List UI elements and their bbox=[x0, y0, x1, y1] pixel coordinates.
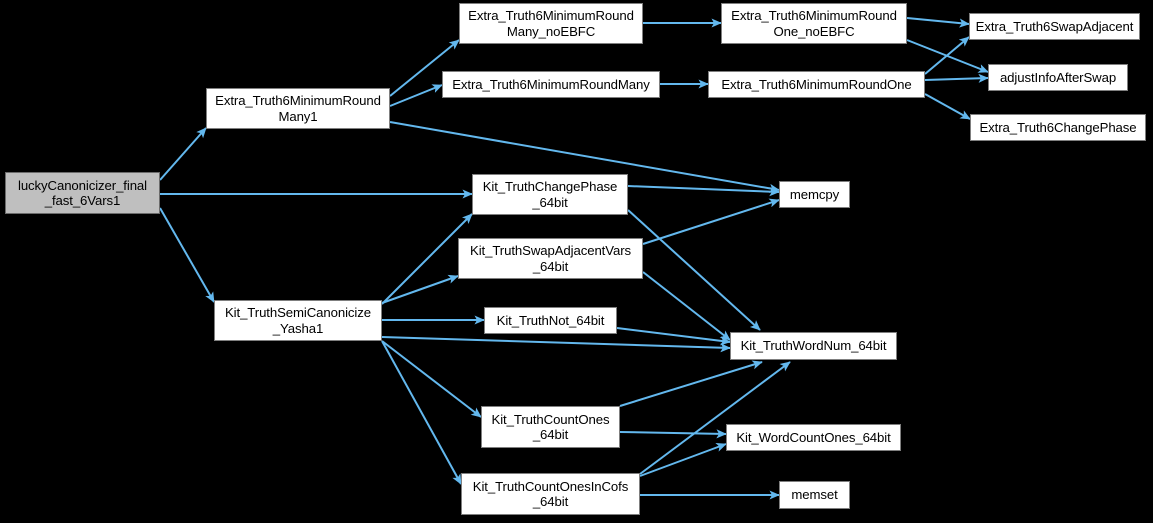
graph-node-many[interactable]: Extra_Truth6MinimumRoundMany bbox=[442, 71, 660, 98]
graph-node-label: Kit_TruthSwapAdjacentVars _64bit bbox=[470, 243, 631, 274]
edge-many1-to-many bbox=[389, 84, 443, 107]
edge-many1-to-memcpy bbox=[389, 121, 780, 193]
edge-truthnot-to-wordnum bbox=[616, 327, 731, 346]
graph-node-memcpy[interactable]: memcpy bbox=[779, 181, 850, 208]
graph-node-label: Kit_TruthChangePhase _64bit bbox=[482, 179, 618, 210]
graph-node-label: Kit_TruthSemiCanonicize _Yasha1 bbox=[224, 305, 371, 336]
graph-node-label: Extra_Truth6MinimumRound One_noEBFC bbox=[731, 8, 897, 39]
graph-node-truthnot[interactable]: Kit_TruthNot_64bit bbox=[484, 307, 617, 334]
graph-node-label: memset bbox=[791, 487, 838, 503]
edge-countonesincofs-to-wordnum bbox=[639, 361, 791, 475]
graph-node-countones[interactable]: Kit_TruthCountOnes _64bit bbox=[481, 406, 620, 448]
graph-node-label: Kit_TruthNot_64bit bbox=[496, 312, 605, 328]
edge-countones-to-wordnum bbox=[619, 360, 763, 407]
edge-one-to-swapadj bbox=[924, 36, 970, 75]
edge-root-to-many1 bbox=[159, 127, 207, 181]
graph-node-root[interactable]: luckyCanonicizer_final _fast_6Vars1 bbox=[5, 172, 160, 214]
graph-node-onenoebfc[interactable]: Extra_Truth6MinimumRound One_noEBFC bbox=[721, 3, 907, 44]
graph-node-label: Kit_TruthCountOnes _64bit bbox=[491, 411, 610, 443]
edge-semicanon-to-wordnum bbox=[381, 336, 731, 353]
graph-node-adjustinfo[interactable]: adjustInfoAfterSwap bbox=[988, 64, 1128, 91]
graph-node-wordnum[interactable]: Kit_TruthWordNum_64bit bbox=[730, 332, 897, 360]
graph-node-swapadj[interactable]: Extra_Truth6SwapAdjacent bbox=[969, 13, 1140, 40]
edge-semicanon-to-kitchangephase bbox=[381, 213, 473, 305]
edge-one-to-adjustinfo bbox=[924, 73, 989, 83]
graph-node-label: memcpy bbox=[789, 186, 840, 202]
graph-node-wordcountones[interactable]: Kit_WordCountOnes_64bit bbox=[726, 424, 901, 451]
edge-countonesincofs-to-wordcountones bbox=[639, 443, 727, 477]
edge-semicanon-to-countonesincofs bbox=[381, 340, 462, 485]
graph-node-label: adjustInfoAfterSwap bbox=[999, 69, 1117, 85]
graph-node-label: Extra_Truth6MinimumRound Many1 bbox=[215, 93, 381, 124]
graph-node-kitswapadj[interactable]: Kit_TruthSwapAdjacentVars _64bit bbox=[458, 238, 643, 279]
edge-kitchangephase-to-memcpy bbox=[627, 185, 780, 197]
edge-many1-to-manynoebfc bbox=[389, 39, 460, 97]
edge-one-to-changephase bbox=[924, 93, 971, 120]
graph-node-changephase[interactable]: Extra_Truth6ChangePhase bbox=[970, 114, 1146, 141]
graph-node-label: Kit_WordCountOnes_64bit bbox=[736, 429, 891, 445]
graph-node-kitchangephase[interactable]: Kit_TruthChangePhase _64bit bbox=[472, 174, 628, 215]
graph-node-many1[interactable]: Extra_Truth6MinimumRound Many1 bbox=[206, 88, 390, 129]
graph-node-one[interactable]: Extra_Truth6MinimumRoundOne bbox=[708, 71, 925, 98]
graph-node-label: Extra_Truth6MinimumRoundMany bbox=[452, 76, 650, 92]
graph-node-label: Extra_Truth6SwapAdjacent bbox=[975, 18, 1134, 34]
edge-onenoebfc-to-swapadj bbox=[906, 17, 970, 28]
graph-node-label: Extra_Truth6MinimumRound Many_noEBFC bbox=[468, 8, 634, 39]
edge-semicanon-to-countones bbox=[381, 340, 482, 418]
graph-node-semicanon[interactable]: Kit_TruthSemiCanonicize _Yasha1 bbox=[214, 300, 382, 341]
edge-semicanon-to-kitswapadj bbox=[381, 274, 459, 304]
edge-kitswapadj-to-memcpy bbox=[642, 198, 780, 245]
edge-root-to-semicanon bbox=[159, 207, 215, 303]
edge-kitchangephase-to-wordnum bbox=[627, 209, 761, 331]
graph-node-memset[interactable]: memset bbox=[779, 481, 850, 509]
edge-countones-to-wordcountones bbox=[619, 429, 727, 439]
graph-node-label: luckyCanonicizer_final _fast_6Vars1 bbox=[17, 177, 147, 209]
graph-node-label: Extra_Truth6MinimumRoundOne bbox=[721, 76, 912, 92]
edge-kitswapadj-to-wordnum bbox=[642, 271, 731, 341]
graph-node-countonesincofs[interactable]: Kit_TruthCountOnesInCofs _64bit bbox=[461, 473, 640, 515]
graph-node-label: Extra_Truth6ChangePhase bbox=[979, 119, 1137, 135]
graph-node-manynoebfc[interactable]: Extra_Truth6MinimumRound Many_noEBFC bbox=[459, 3, 643, 44]
graph-node-label: Kit_TruthWordNum_64bit bbox=[740, 338, 887, 354]
graph-node-label: Kit_TruthCountOnesInCofs _64bit bbox=[472, 478, 629, 510]
